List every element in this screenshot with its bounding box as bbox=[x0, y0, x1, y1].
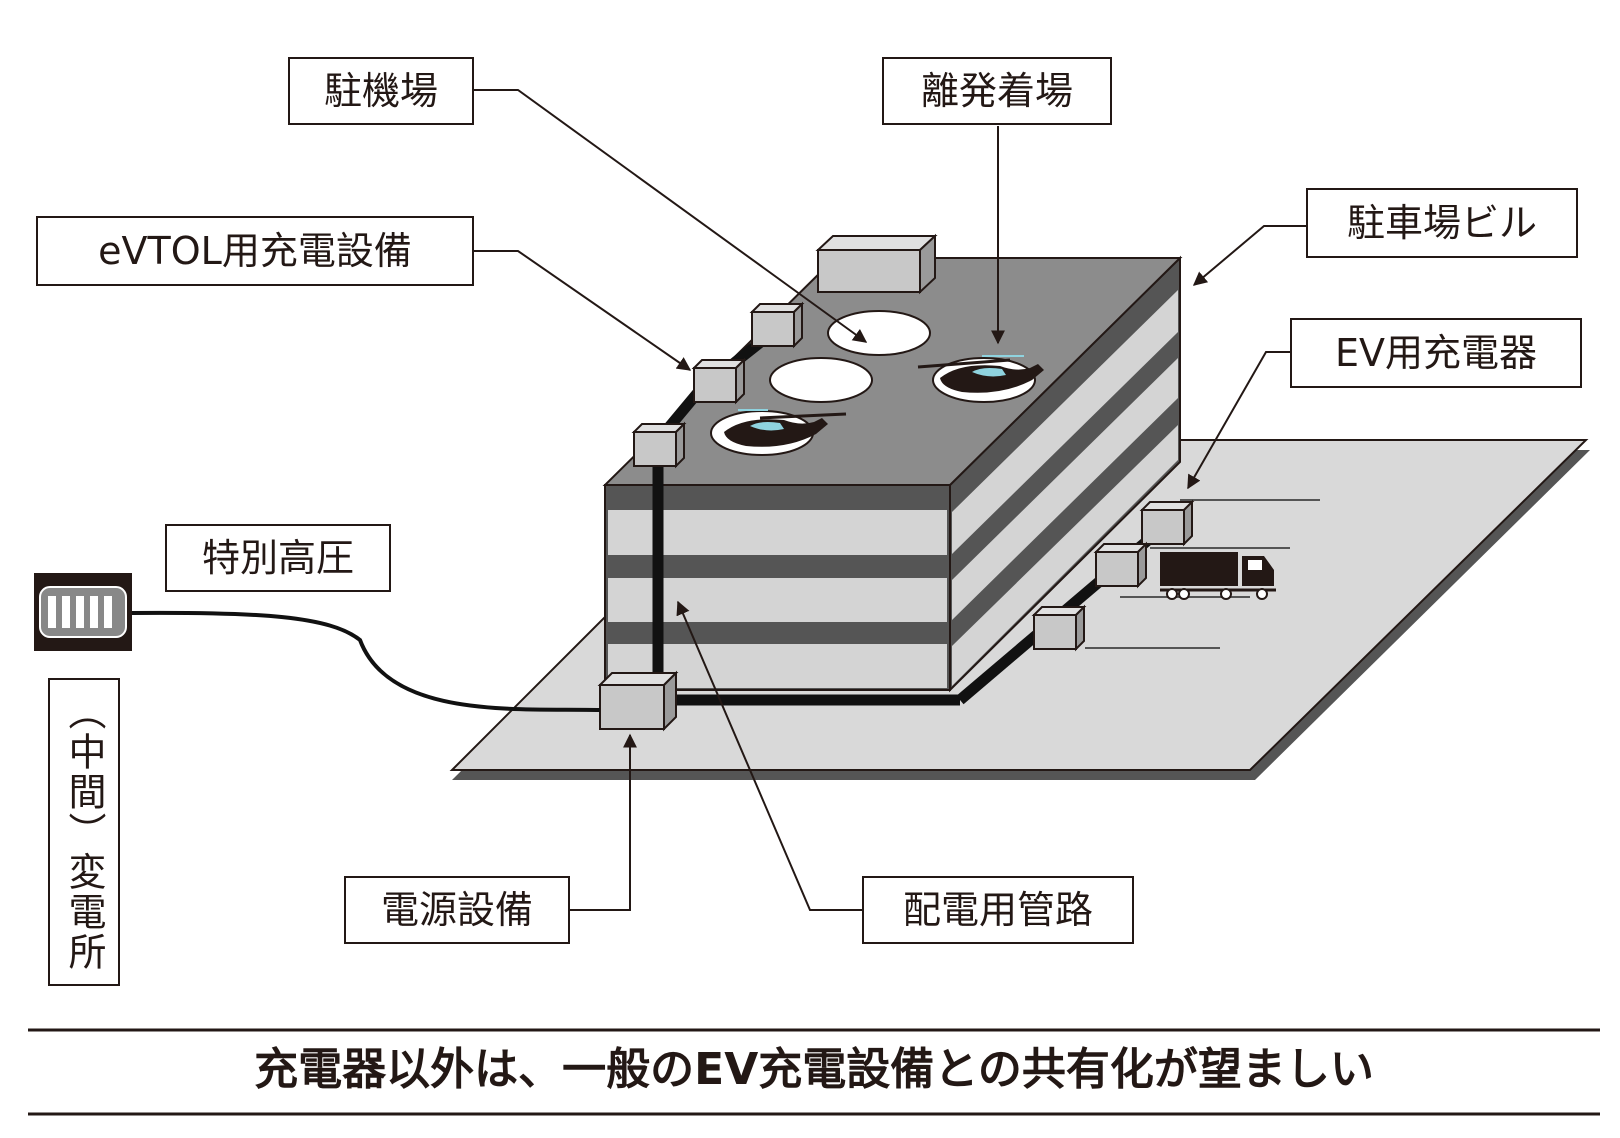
charger-box-icon bbox=[631, 421, 687, 469]
truck-icon bbox=[1160, 552, 1276, 600]
label-power-equipment: 電源設備 bbox=[344, 876, 570, 944]
label-distribution-conduit: 配電用管路 bbox=[862, 876, 1134, 944]
power-equipment-box bbox=[597, 670, 679, 732]
label-vertiport: 離発着場 bbox=[882, 57, 1112, 125]
label-substation: （中間）変電所 bbox=[48, 678, 120, 986]
charger-box-icon bbox=[749, 301, 805, 349]
rooftop-structure bbox=[815, 233, 938, 295]
evtol-aircraft-icon bbox=[917, 355, 1044, 393]
leader-lines bbox=[474, 89, 1306, 911]
label-evtol-charger: eVTOL用充電設備 bbox=[36, 216, 474, 286]
parking-building bbox=[602, 255, 1183, 693]
caption: 充電器以外は、一般のEV充電設備との共有化が望ましい bbox=[254, 1044, 1374, 1095]
label-extra-high-voltage: 特別高圧 bbox=[165, 524, 391, 592]
label-ev-charger: EV用充電器 bbox=[1290, 318, 1582, 388]
transformer-icon bbox=[34, 573, 132, 651]
evtol-aircraft-icon bbox=[724, 409, 847, 447]
label-parking-apron: 駐機場 bbox=[288, 57, 474, 125]
charger-box-icon bbox=[691, 357, 747, 405]
high-voltage-cable bbox=[131, 610, 601, 712]
label-parking-building: 駐車場ビル bbox=[1306, 188, 1578, 258]
charger-box-icon bbox=[1093, 541, 1149, 589]
charger-box-icon bbox=[1139, 499, 1195, 547]
charger-box-icon bbox=[1031, 604, 1087, 652]
